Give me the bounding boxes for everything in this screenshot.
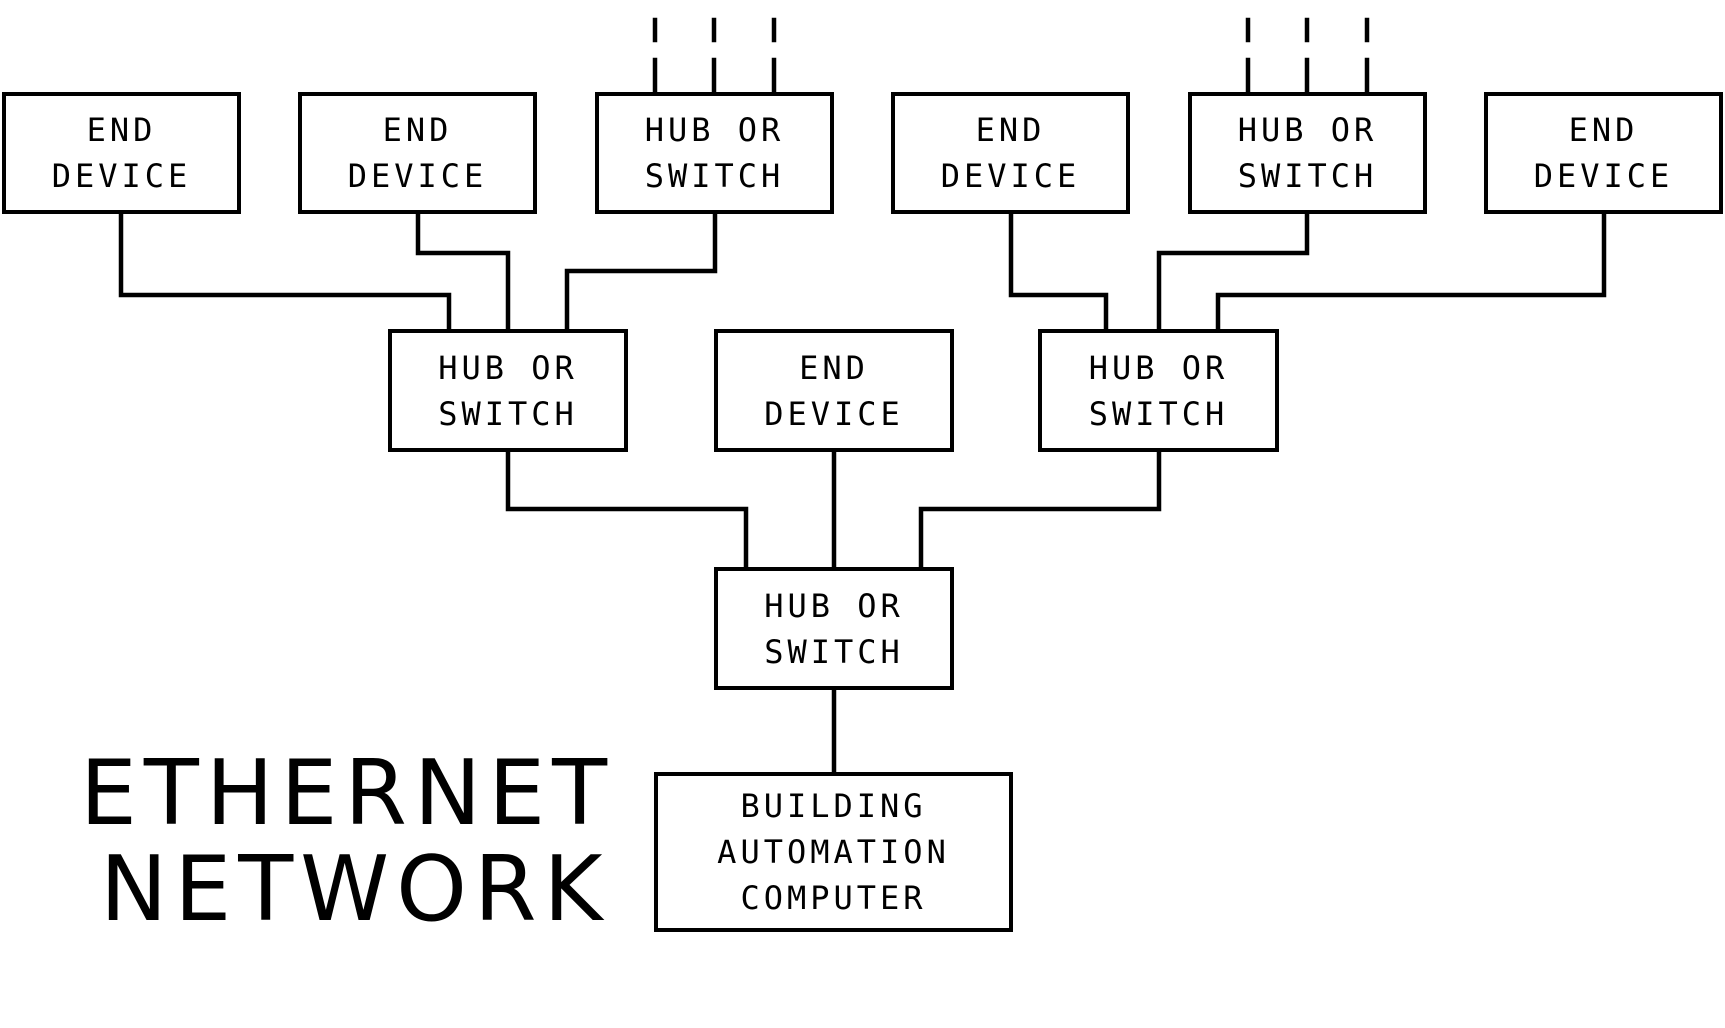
- node-label-line1: END: [1568, 111, 1639, 149]
- link-hub-mid-left: [505, 447, 749, 571]
- link-end-device-2: [415, 209, 511, 333]
- node-label-line1: HUB OR: [1088, 348, 1229, 387]
- node-label-line1: END: [86, 111, 157, 149]
- diagram-title-line2: NETWORK: [100, 837, 610, 942]
- node-label-line1: BUILDING: [740, 787, 927, 825]
- node-label-line1: END: [975, 111, 1046, 149]
- node-label-line2: DEVICE: [51, 157, 192, 195]
- end-device-4: END DEVICE: [1484, 92, 1723, 214]
- node-label-line2: DEVICE: [940, 157, 1081, 195]
- end-device-3: END DEVICE: [891, 92, 1130, 214]
- node-label-line2: SWITCH: [1237, 157, 1378, 195]
- node-label-line1: END: [799, 348, 869, 387]
- node-label-line1: END: [382, 111, 453, 149]
- node-label-line2: SWITCH: [764, 632, 904, 671]
- end-device-2: END DEVICE: [298, 92, 537, 214]
- diagram-title-second-line: NETWORK: [100, 660, 610, 1028]
- end-device-mid: END DEVICE: [714, 329, 954, 452]
- node-label-line2: SWITCH: [644, 157, 785, 195]
- node-label-line2: DEVICE: [1533, 157, 1674, 195]
- node-label-line1: HUB OR: [1237, 111, 1378, 149]
- hub-switch-top-1: HUB OR SWITCH: [595, 92, 834, 214]
- diagram-title: ETHERNET: [80, 564, 614, 932]
- node-label-line2: DEVICE: [347, 157, 488, 195]
- link-end-device-1: [118, 209, 452, 333]
- link-end-device-4: [1215, 209, 1607, 333]
- connection-lines: [118, 17, 1607, 776]
- node-label-line2: AUTOMATION: [717, 833, 950, 871]
- link-hub-mid-right: [918, 447, 1162, 571]
- link-hub-top-2: [1156, 209, 1310, 333]
- node-label-line2: DEVICE: [764, 394, 904, 433]
- end-device-1: END DEVICE: [2, 92, 241, 214]
- diagram-title-line1: ETHERNET: [80, 741, 615, 846]
- building-automation-computer: BUILDING AUTOMATION COMPUTER: [654, 772, 1013, 932]
- node-label-line2: SWITCH: [438, 394, 578, 433]
- hub-switch-root: HUB OR SWITCH: [714, 567, 954, 690]
- node-label-line3: COMPUTER: [740, 879, 927, 917]
- node-label-line1: HUB OR: [438, 348, 578, 387]
- hub-switch-top-2: HUB OR SWITCH: [1188, 92, 1427, 214]
- hub-switch-mid-left: HUB OR SWITCH: [388, 329, 628, 452]
- link-end-device-3: [1008, 209, 1109, 333]
- node-label-line2: SWITCH: [1088, 394, 1229, 433]
- hub-switch-mid-right: HUB OR SWITCH: [1038, 329, 1279, 452]
- node-label-line1: HUB OR: [764, 586, 904, 625]
- node-label-line1: HUB OR: [644, 111, 785, 149]
- link-hub-top-1: [564, 209, 718, 333]
